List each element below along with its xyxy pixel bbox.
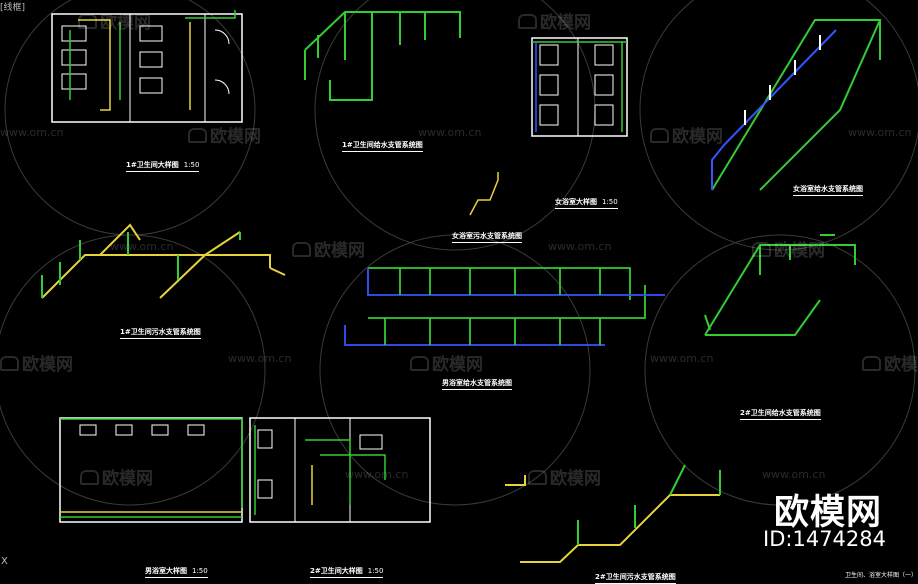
- watermark-logo: 欧模网: [0, 350, 73, 375]
- title-toilet-2-supply: 2#卫生间给水支管系统图: [740, 408, 821, 420]
- title-women-supply: 女浴室给水支管系统图: [793, 184, 863, 196]
- title-toilet-1-drain: 1#卫生间污水支管系统图: [120, 327, 201, 339]
- iso-supply-toilet-2: [704, 234, 856, 336]
- watermark-url: www.om.cn: [345, 468, 409, 481]
- plan-toilet-2: [249, 417, 431, 523]
- iso-drain-women-small: [469, 172, 499, 216]
- watermark-url: www.om.cn: [762, 468, 826, 481]
- ucs-axis-icon: X: [1, 556, 8, 567]
- title-block-text: 卫生间、浴室大样图（一）: [845, 572, 918, 579]
- watermark-url: www.om.cn: [228, 352, 292, 365]
- watermark-logo: 欧模网: [862, 350, 918, 375]
- iso-drain-toilet-1: [41, 223, 286, 299]
- plan-toilet-1: [51, 10, 243, 123]
- watermark-logo: 欧模网: [292, 236, 365, 261]
- viewport-tab[interactable]: [线框]: [0, 3, 26, 13]
- plan-women-bath: [531, 37, 628, 137]
- watermark-logo: 欧模网: [650, 122, 723, 147]
- brand-id: ID:1474284: [763, 527, 886, 551]
- iso-supply-men: [344, 267, 665, 346]
- watermark-logo: 欧模网: [80, 464, 153, 489]
- title-men-supply: 男浴室给水支管系统图: [442, 378, 512, 390]
- watermark-url: www.om.cn: [110, 240, 174, 253]
- watermark-logo: 欧模网: [188, 122, 261, 147]
- watermark-logo: 欧模网: [410, 350, 483, 375]
- title-toilet-1-supply: 1#卫生间给水支管系统图: [342, 140, 423, 152]
- watermark-url: www.om.cn: [418, 126, 482, 139]
- watermark-logo: 欧模网: [528, 464, 601, 489]
- watermark-url: www.om.cn: [0, 126, 64, 139]
- brand-name: 欧模网: [773, 493, 882, 533]
- title-toilet-2-drain: 2#卫生间污水支管系统图: [595, 572, 676, 584]
- background-arcs: [0, 0, 918, 506]
- watermark-url: www.om.cn: [848, 126, 912, 139]
- watermark-logo: 欧模网: [78, 8, 151, 33]
- watermark-url: www.om.cn: [650, 352, 714, 365]
- plan-men-bath: [59, 417, 243, 523]
- iso-supply-women: [711, 19, 882, 191]
- watermark-logo: 欧模网: [752, 236, 825, 261]
- watermark-logo: 欧模网: [518, 8, 591, 33]
- iso-supply-toilet-1: [304, 11, 461, 101]
- title-women-drain: 女浴室污水支管系统图: [452, 231, 522, 243]
- iso-drain-toilet-2: [505, 464, 721, 563]
- watermark-url: www.om.cn: [548, 240, 612, 253]
